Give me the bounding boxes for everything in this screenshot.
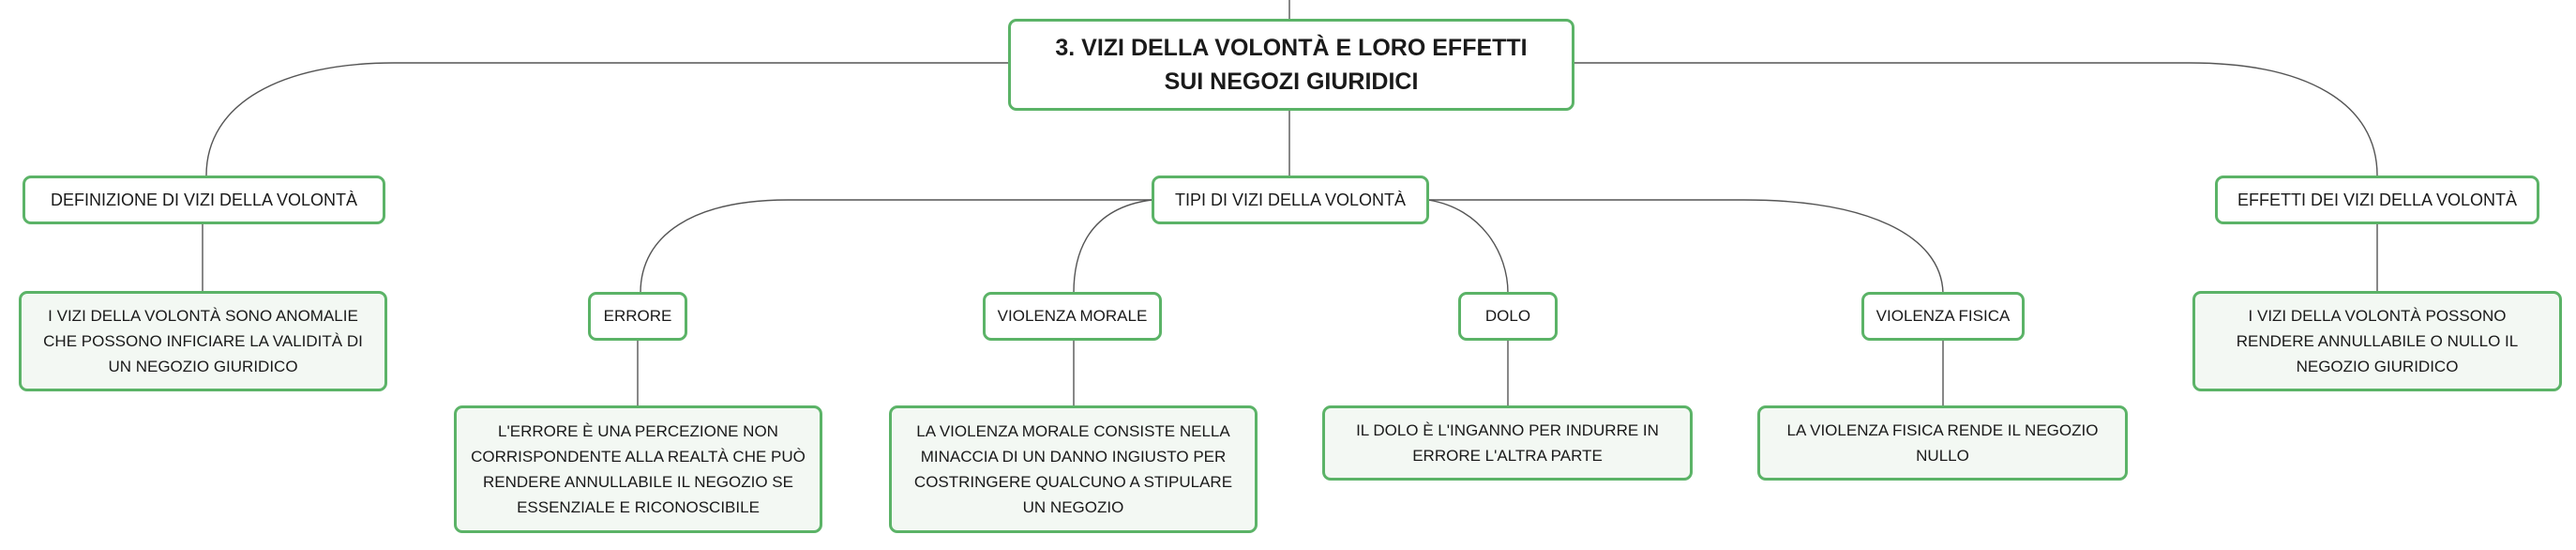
- topic-effetti[interactable]: EFFETTI DEI VIZI DELLA VOLONTÀ: [2215, 176, 2539, 224]
- topic-tipi[interactable]: TIPI DI VIZI DELLA VOLONTÀ: [1152, 176, 1429, 224]
- topic-effetti-label: EFFETTI DEI VIZI DELLA VOLONTÀ: [2237, 191, 2518, 209]
- connector-tipi-dolo: [1427, 199, 1509, 294]
- detail-errore-text: L'ERRORE È UNA PERCEZIONE NON CORRISPOND…: [471, 422, 806, 516]
- detail-dolo-text: IL DOLO È L'INGANNO PER INDURRE IN ERROR…: [1356, 421, 1659, 465]
- subtopic-dolo[interactable]: DOLO: [1458, 292, 1558, 341]
- detail-definizione-text: I VIZI DELLA VOLONTÀ SONO ANOMALIE CHE P…: [43, 307, 363, 375]
- subtopic-violenza-morale[interactable]: VIOLENZA MORALE: [983, 292, 1162, 341]
- detail-effetti[interactable]: I VIZI DELLA VOLONTÀ POSSONO RENDERE ANN…: [2192, 291, 2562, 391]
- root-title: 3. VIZI DELLA VOLONTÀ E LORO EFFETTI SUI…: [1055, 35, 1528, 95]
- subtopic-violenza-morale-label: VIOLENZA MORALE: [997, 307, 1148, 325]
- connector-root-definizione: [205, 62, 1008, 176]
- detail-errore[interactable]: L'ERRORE È UNA PERCEZIONE NON CORRISPOND…: [454, 405, 822, 533]
- connector-tipi-errore: [640, 199, 1152, 294]
- subtopic-errore[interactable]: ERRORE: [588, 292, 687, 341]
- topic-definizione-label: DEFINIZIONE DI VIZI DELLA VOLONTÀ: [50, 191, 358, 209]
- detail-violenza-fisica-text: LA VIOLENZA FISICA RENDE IL NEGOZIO NULL…: [1786, 421, 2099, 465]
- detail-violenza-morale-text: LA VIOLENZA MORALE CONSISTE NELLA MINACC…: [913, 422, 1233, 516]
- subtopic-errore-label: ERRORE: [603, 307, 672, 325]
- detail-violenza-morale[interactable]: LA VIOLENZA MORALE CONSISTE NELLA MINACC…: [889, 405, 1258, 533]
- detail-violenza-fisica[interactable]: LA VIOLENZA FISICA RENDE IL NEGOZIO NULL…: [1757, 405, 2128, 481]
- subtopic-violenza-fisica[interactable]: VIOLENZA FISICA: [1861, 292, 2025, 341]
- detail-definizione[interactable]: I VIZI DELLA VOLONTÀ SONO ANOMALIE CHE P…: [19, 291, 387, 391]
- topic-definizione[interactable]: DEFINIZIONE DI VIZI DELLA VOLONTÀ: [23, 176, 385, 224]
- subtopic-dolo-label: DOLO: [1484, 307, 1531, 325]
- connector-tipi-violenza-fisica: [1428, 199, 1944, 294]
- detail-dolo[interactable]: IL DOLO È L'INGANNO PER INDURRE IN ERROR…: [1322, 405, 1693, 481]
- topic-tipi-label: TIPI DI VIZI DELLA VOLONTÀ: [1174, 191, 1407, 209]
- root-topic[interactable]: 3. VIZI DELLA VOLONTÀ E LORO EFFETTI SUI…: [1008, 19, 1574, 111]
- connector-root-effetti: [1573, 62, 2378, 176]
- connector-tipi-violenza-morale: [1073, 199, 1152, 294]
- subtopic-violenza-fisica-label: VIOLENZA FISICA: [1876, 307, 2011, 325]
- detail-effetti-text: I VIZI DELLA VOLONTÀ POSSONO RENDERE ANN…: [2236, 307, 2519, 375]
